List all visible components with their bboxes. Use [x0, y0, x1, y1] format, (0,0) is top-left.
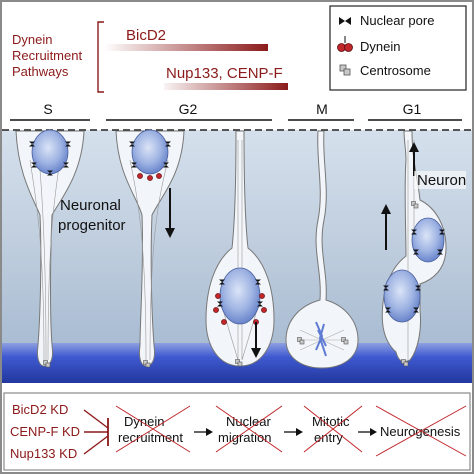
cell-g2-late: [205, 130, 275, 367]
cell-m-phase: [285, 130, 359, 369]
nucleus: [131, 129, 169, 175]
step-mitotic-entry-line-1: Mitotic: [312, 414, 350, 429]
cell-body: [15, 130, 85, 367]
neuron-label-bg: [414, 171, 466, 189]
step-dynein-recruitment-line-2: recruitment: [118, 430, 183, 445]
pathways-panel: Dynein Recruitment Pathways BicD2 Nup133…: [12, 21, 288, 93]
phase-label-s: S: [43, 101, 52, 117]
cross-out-dynein-recruitment: [115, 405, 191, 453]
microtubules: [129, 159, 169, 361]
pathway-upper-label: BicD2: [126, 27, 166, 44]
step-mitotic-entry-line-2: entry: [314, 430, 343, 445]
cross-out-neurogenesis: [375, 405, 467, 457]
pathway-lower-bar: [164, 83, 288, 90]
nucleus: [31, 129, 69, 175]
flow-arrow-3-head: [370, 428, 377, 436]
pathways-heading-line-1: Dynein: [12, 32, 52, 47]
centrosome-icon: [339, 64, 351, 76]
nucleus-neuron: [411, 217, 445, 263]
kd-label-bicd2: BicD2 KD: [12, 402, 68, 417]
microtubules: [29, 159, 61, 361]
step-dynein-recruitment-line-1: Dynein: [124, 414, 164, 429]
up-arrow-neuron-head: [409, 142, 419, 152]
inhibition-lines: [83, 409, 109, 455]
pathways-heading-line-2: Recruitment: [12, 48, 82, 63]
up-arrow-head: [381, 204, 391, 214]
neuron-label: Neuron: [417, 172, 466, 189]
phase-label-g1: G1: [403, 101, 422, 117]
bottom-panel-frame: [3, 392, 471, 471]
pathways-heading-line-3: Pathways: [12, 64, 69, 79]
progenitor-label-line-2: progenitor: [58, 217, 126, 234]
pathway-upper-bar: [104, 44, 268, 51]
down-arrow-head: [165, 228, 175, 238]
kd-label-cenpf: CENP-F KD: [10, 424, 80, 439]
cell-s-phase: [15, 129, 85, 368]
nucleus-progenitor: [383, 269, 421, 323]
dynein-icon: [137, 173, 143, 179]
down-arrow-head: [251, 348, 261, 358]
nucleus: [219, 267, 261, 325]
pathways-bracket: [97, 21, 104, 93]
progenitor-label-line-1: Neuronal: [60, 197, 121, 214]
microtubules: [219, 140, 261, 361]
cell-g2-early: [115, 129, 185, 368]
legend-label-dynein: Dynein: [360, 39, 400, 54]
flow-arrow-1-head: [206, 428, 213, 436]
cell-g1: [381, 130, 447, 367]
dynein-icon: [215, 293, 221, 299]
nuclear-pore-icon: [339, 17, 351, 25]
flow-arrow-2-head: [296, 428, 303, 436]
knockdown-panel: BicD2 KD CENP-F KD Nup133 KD Dynein recr…: [3, 392, 471, 471]
cross-out-nuclear-migration: [215, 405, 283, 453]
phase-label-m: M: [316, 101, 328, 117]
dynein-icon: [337, 36, 353, 52]
phase-label-g2: G2: [179, 101, 198, 117]
legend-label-nuclear-pore: Nuclear pore: [360, 13, 434, 28]
cell-body: [285, 130, 359, 369]
cross-out-mitotic-entry: [303, 405, 363, 453]
pathway-lower-label: Nup133, CENP-F: [166, 65, 283, 82]
kd-label-nup133: Nup133 KD: [10, 446, 77, 461]
step-nuclear-migration-line-1: Nuclear: [226, 414, 271, 429]
legend: Nuclear pore Dynein Centrosome: [329, 5, 467, 91]
chromosomes: [315, 321, 327, 357]
phase-labels: S G2 M G1: [10, 101, 462, 121]
legend-label-centrosome: Centrosome: [360, 63, 431, 78]
